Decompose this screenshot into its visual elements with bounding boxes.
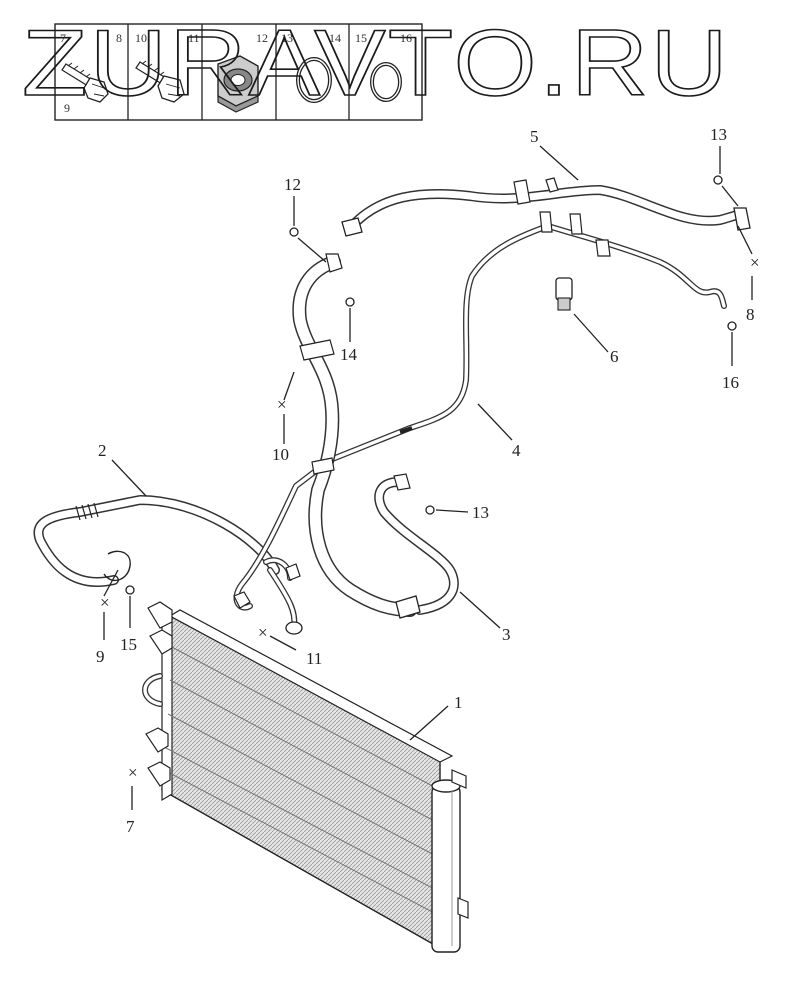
callout-11: 11 bbox=[306, 649, 322, 668]
callout-4: 4 bbox=[512, 441, 521, 460]
callout-16: 16 bbox=[722, 373, 739, 392]
fastener-table: 7 8 9 10 11 12 13 14 bbox=[54, 23, 423, 121]
table-cell-5-right: 16 bbox=[400, 31, 412, 45]
pipe-2 bbox=[33, 495, 301, 587]
condenser bbox=[142, 601, 469, 953]
x-mark-8: × bbox=[750, 253, 760, 272]
table-cell-2-top: 10 bbox=[135, 31, 147, 45]
callout-9: 9 bbox=[96, 647, 105, 666]
callout-6: 6 bbox=[610, 347, 619, 366]
table-cell-2-right: 11 bbox=[188, 31, 200, 45]
markers: × × × × × bbox=[100, 175, 760, 782]
x-mark-9: × bbox=[100, 593, 110, 612]
table-cell-1-right: 8 bbox=[116, 31, 122, 45]
table-cell-4-top: 13 bbox=[281, 31, 293, 45]
pipe-suction-vertical bbox=[292, 253, 417, 617]
callout-13-lower: 13 bbox=[472, 503, 489, 522]
callout-1: 1 bbox=[454, 693, 463, 712]
callout-13-top: 13 bbox=[710, 125, 727, 144]
x-mark-10: × bbox=[277, 395, 287, 414]
callout-3: 3 bbox=[502, 625, 511, 644]
x-mark-7: × bbox=[128, 763, 138, 782]
pipe-11-branch bbox=[267, 567, 303, 635]
nut-icon bbox=[217, 55, 259, 113]
callout-7: 7 bbox=[126, 817, 135, 836]
table-cell-5-top: 15 bbox=[355, 31, 367, 45]
callout-15: 15 bbox=[120, 635, 137, 654]
leader-lines bbox=[103, 145, 753, 810]
callout-14: 14 bbox=[340, 345, 358, 364]
o-ring-small-icon bbox=[370, 62, 402, 102]
watermark-text: ZURAVTO.RU bbox=[22, 10, 730, 115]
callout-8: 8 bbox=[746, 305, 755, 324]
callout-12: 12 bbox=[284, 175, 301, 194]
pipe-5 bbox=[341, 177, 751, 237]
pipe-3 bbox=[374, 473, 459, 619]
callout-5: 5 bbox=[530, 127, 539, 146]
callout-10: 10 bbox=[272, 445, 289, 464]
pipe-4 bbox=[233, 223, 551, 611]
o-ring-icon bbox=[296, 57, 332, 103]
bolt-icon bbox=[61, 62, 109, 103]
table-cell-1-bottom: 9 bbox=[64, 101, 70, 115]
callout-labels: 1 2 3 4 5 6 7 8 9 10 11 12 13 13 14 15 1… bbox=[96, 125, 755, 836]
table-cell-1-top: 7 bbox=[60, 31, 66, 45]
callout-2: 2 bbox=[98, 441, 107, 460]
table-cell-4-right: 14 bbox=[329, 31, 341, 45]
pressure-switch bbox=[555, 277, 573, 311]
table-cell-3-right: 12 bbox=[256, 31, 268, 45]
flange-bolt-icon bbox=[135, 60, 185, 103]
pipe-16-branch bbox=[539, 211, 727, 309]
x-mark-11: × bbox=[258, 623, 268, 642]
